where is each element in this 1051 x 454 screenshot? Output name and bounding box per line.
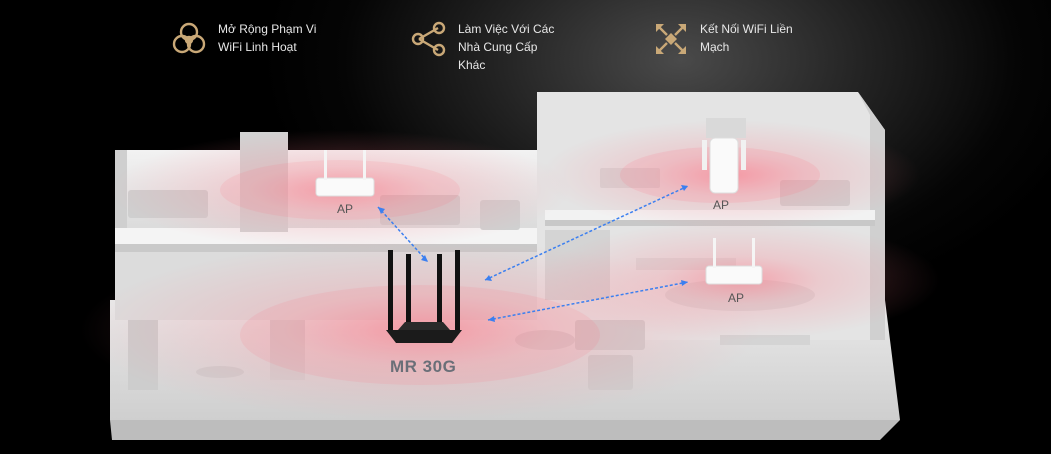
feature-label-line: Nhà Cung Cấp [458,40,538,54]
access-point-1 [315,150,375,197]
feature-label: Làm Việc Với Các Nhà Cung Cấp Khác [458,20,554,74]
feature-item: Kết Nối WiFi Liền Mạch [652,20,793,58]
feature-label-line: Kết Nối WiFi Liền [700,22,793,36]
router-model-label: MR 30G [390,357,457,376]
feature-label-line: Mạch [700,40,730,54]
feature-list: Mở Rộng Phạm Vi WiFi Linh Hoạt Làm Việc … [0,0,1051,90]
feature-label: Kết Nối WiFi Liền Mạch [700,20,793,56]
ap-label: AP [728,291,745,305]
feature-item: Làm Việc Với Các Nhà Cung Cấp Khác [410,20,554,74]
router-mr30g [386,250,462,343]
ap-label: AP [337,202,354,216]
feature-label-line: Làm Việc Với Các [458,22,555,36]
ap-label: AP [713,198,730,212]
access-point-2 [702,118,746,194]
feature-label-line: Khác [458,58,486,72]
feature-label: Mở Rộng Phạm Vi WiFi Linh Hoạt [218,20,316,56]
rings-icon [172,22,206,54]
share-nodes-icon [411,21,446,57]
wifi-link-lines [377,185,689,321]
feature-label-line: Mở Rộng Phạm Vi [218,22,317,36]
feature-item: Mở Rộng Phạm Vi WiFi Linh Hoạt [170,20,316,58]
access-point-3 [705,238,763,285]
expand-arrows-icon [656,24,686,54]
feature-label-line: WiFi Linh Hoạt [218,40,297,54]
